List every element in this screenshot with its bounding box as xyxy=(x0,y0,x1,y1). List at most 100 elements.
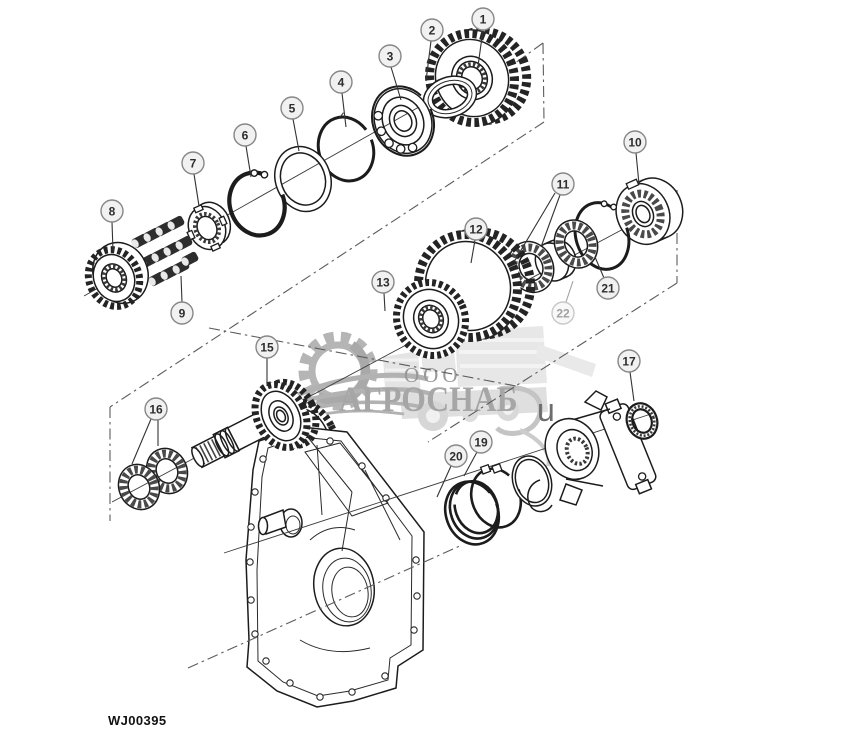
callout-6: 6 xyxy=(233,123,257,178)
watermark-org-form: ООО xyxy=(404,363,462,387)
callout-bubble xyxy=(233,123,257,147)
leader-line xyxy=(436,465,452,498)
callout-bubble xyxy=(371,270,395,294)
callout-bubble xyxy=(464,217,488,241)
callout-15: 15 xyxy=(255,335,279,386)
leader-line xyxy=(341,92,347,128)
part-bearing-10 xyxy=(615,177,684,245)
part-seal-17 xyxy=(625,402,659,440)
callout-4: 4 xyxy=(329,70,353,128)
part-ring-2 xyxy=(422,75,478,119)
leader-line xyxy=(635,152,640,185)
leader-line xyxy=(565,280,574,303)
callout-number: 22 xyxy=(556,307,570,321)
part-snap-ring-21 xyxy=(573,200,631,271)
callout-number: 13 xyxy=(376,276,390,290)
callout-2: 2 xyxy=(420,18,444,82)
callout-3: 3 xyxy=(378,44,402,101)
callout-bubble xyxy=(551,301,575,325)
part-roller-cage-16-front xyxy=(117,463,161,511)
callout-number: 9 xyxy=(179,307,186,321)
callout-bubble xyxy=(623,130,647,154)
callout-9: 9 xyxy=(170,275,194,325)
callout-number: 3 xyxy=(387,50,394,64)
leader-line xyxy=(629,371,635,402)
part-splined-hub-8 xyxy=(84,241,149,310)
leader-line xyxy=(111,221,114,252)
callout-7: 7 xyxy=(181,151,205,207)
callout-bubble xyxy=(420,18,444,42)
callout-bubble xyxy=(329,70,353,94)
callout-number: 16 xyxy=(149,403,163,417)
callout-17: 17 xyxy=(617,349,641,402)
callout-number: 12 xyxy=(469,223,483,237)
callout-21: 21 xyxy=(594,256,620,300)
part-gasket-ring xyxy=(511,455,553,507)
callout-number: 11 xyxy=(557,178,570,192)
callout-bubble xyxy=(444,444,468,468)
leader-line xyxy=(513,192,556,263)
callout-11: 11 xyxy=(513,172,575,263)
callout-number: 17 xyxy=(622,355,636,369)
watermark-suffix-letter: u xyxy=(537,392,555,428)
part-roller-cage-11-rear xyxy=(553,219,599,269)
part-gear-12-front xyxy=(392,278,470,360)
callout-bubble xyxy=(170,301,194,325)
callout-number: 10 xyxy=(628,136,642,150)
part-spiral-rings-20 xyxy=(443,479,501,546)
leader-line xyxy=(390,66,402,101)
callout-number: 2 xyxy=(429,24,436,38)
callout-bubble xyxy=(551,172,575,196)
callout-number: 8 xyxy=(109,205,116,219)
callout-bubble xyxy=(280,96,304,120)
callout-bubble xyxy=(255,335,279,359)
callout-bubble xyxy=(617,349,641,373)
callout-10: 10 xyxy=(623,130,647,185)
callout-bubble xyxy=(181,151,205,175)
leader-line xyxy=(180,275,183,303)
callout-5: 5 xyxy=(280,96,304,152)
callout-19: 19 xyxy=(463,430,493,477)
part-ring-5 xyxy=(274,145,332,213)
callout-number: 7 xyxy=(190,157,197,171)
callout-number: 6 xyxy=(242,129,249,143)
callout-number: 21 xyxy=(601,282,615,296)
drawing-code-label: WJ00395 xyxy=(108,713,167,728)
leader-line xyxy=(463,451,478,477)
leader-line xyxy=(292,118,300,152)
callout-bubble xyxy=(471,7,495,31)
callout-bubble xyxy=(469,430,493,454)
leader-line xyxy=(594,256,605,279)
leader-line xyxy=(245,145,252,178)
part-rollers-9 xyxy=(131,215,199,287)
part-slotted-nut-7 xyxy=(186,201,232,252)
callout-1: 1 xyxy=(471,7,495,67)
callout-number: 20 xyxy=(449,450,463,464)
callout-13: 13 xyxy=(371,270,395,312)
callout-bubble xyxy=(144,397,168,421)
part-gear-1 xyxy=(424,26,532,128)
housing-bolt-holes xyxy=(246,430,421,701)
part-snap-ring-6 xyxy=(227,169,287,238)
callout-number: 5 xyxy=(289,102,296,116)
callout-number: 19 xyxy=(474,436,488,450)
callout-number: 4 xyxy=(338,76,345,90)
leader-line xyxy=(193,173,200,207)
axis-line-lower-bore xyxy=(187,544,463,669)
callout-12: 12 xyxy=(464,217,488,264)
part-yoke xyxy=(527,390,657,513)
callout-number: 15 xyxy=(260,341,274,355)
callout-bubble xyxy=(596,276,620,300)
callout-20: 20 xyxy=(436,444,468,498)
callout-16: 16 xyxy=(131,397,168,465)
leader-line xyxy=(383,292,386,312)
callout-bubble xyxy=(378,44,402,68)
leader-line xyxy=(477,29,484,67)
leader-line xyxy=(470,239,476,264)
part-ball-bearing-3 xyxy=(371,85,435,157)
leader-line xyxy=(540,194,561,248)
part-housing xyxy=(245,426,425,708)
part-gear-15 xyxy=(251,378,320,451)
